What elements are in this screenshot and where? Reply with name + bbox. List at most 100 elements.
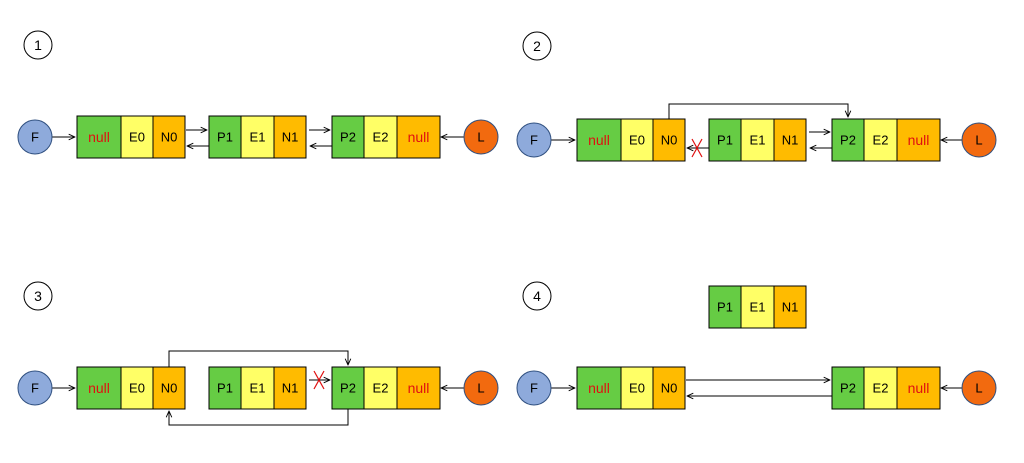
prev-cell-label: P2 [840, 381, 856, 396]
next-cell [652, 366, 686, 410]
first-pointer-label: F [530, 133, 538, 148]
node-last: P2 E2 null [831, 118, 941, 162]
element-cell-label: E1 [750, 133, 766, 148]
next-cell-label: N0 [161, 381, 178, 396]
element-cell-label: E2 [373, 381, 389, 396]
prev-cell-label: P1 [217, 381, 233, 396]
node-first: null E0 N0 [76, 366, 186, 410]
next-cell [773, 285, 807, 329]
step-marker: 4 [522, 281, 552, 311]
step-number: 3 [34, 288, 42, 304]
step-number: 1 [34, 37, 42, 53]
prev-cell-label: P1 [217, 130, 233, 145]
removed-link-cross [313, 370, 325, 390]
first-pointer-circle: F [516, 370, 552, 406]
next-cell [396, 366, 441, 410]
last-pointer-circle: L [463, 370, 499, 406]
element-cell-label: E2 [873, 381, 889, 396]
last-pointer-circle: L [961, 370, 997, 406]
first-pointer-circle: F [17, 119, 53, 155]
next-cell-label: N1 [282, 130, 299, 145]
prev-cell [576, 118, 622, 162]
element-cell [120, 366, 154, 410]
next-cell-label: null [408, 380, 430, 396]
last-pointer-label: L [975, 133, 982, 148]
last-pointer-label: L [975, 381, 982, 396]
prev-cell [708, 118, 742, 162]
next-cell-label: N1 [282, 381, 299, 396]
next-cell [652, 118, 686, 162]
next-cell-label: N0 [661, 381, 678, 396]
first-pointer-label: F [530, 381, 538, 396]
element-cell-label: E0 [129, 381, 145, 396]
prev-cell [208, 366, 242, 410]
prev-cell-label: null [88, 129, 110, 145]
step-marker: 1 [23, 30, 53, 60]
next-cell [773, 118, 807, 162]
element-cell [863, 366, 898, 410]
next-cell-label: null [908, 380, 930, 396]
prev-cell-label: null [588, 132, 610, 148]
element-cell [620, 118, 654, 162]
step-marker: 2 [522, 31, 552, 61]
element-cell [620, 366, 654, 410]
next-cell [273, 115, 307, 159]
first-pointer-label: F [31, 381, 39, 396]
next-cell [896, 118, 941, 162]
next-cell-label: null [908, 132, 930, 148]
step-number: 2 [533, 38, 541, 54]
element-cell-label: E0 [629, 133, 645, 148]
next-cell-label: N1 [782, 133, 799, 148]
prev-cell [208, 115, 242, 159]
node-first: null E0 N0 [76, 115, 186, 159]
last-pointer-circle: L [961, 122, 997, 158]
last-pointer-label: L [477, 130, 484, 145]
element-cell [363, 366, 398, 410]
element-cell-label: E1 [250, 130, 266, 145]
connector-layer [52, 103, 962, 426]
element-cell [740, 118, 775, 162]
prev-cell [76, 366, 122, 410]
first-pointer-circle: F [516, 122, 552, 158]
next-cell [896, 366, 941, 410]
element-cell [240, 115, 275, 159]
step-number: 4 [533, 288, 541, 304]
arrow-next-n0-to-p2 [668, 103, 848, 119]
next-cell [396, 115, 441, 159]
removed-link-cross [691, 138, 703, 158]
prev-cell-label: P2 [340, 130, 356, 145]
first-pointer-label: F [31, 130, 39, 145]
element-cell-label: E2 [873, 133, 889, 148]
element-cell-label: E2 [373, 130, 389, 145]
next-cell-label: N0 [161, 130, 178, 145]
last-pointer-circle: L [463, 119, 499, 155]
node-middle: P1 E1 N1 [208, 115, 307, 159]
node-middle: P1 E1 N1 [708, 285, 807, 329]
prev-cell-label: null [88, 380, 110, 396]
prev-cell [331, 115, 365, 159]
node-first: null E0 N0 [576, 366, 686, 410]
first-pointer-circle: F [17, 370, 53, 406]
arrow-prev-p2-to-n0 [169, 409, 349, 426]
node-last: P2 E2 null [831, 366, 941, 410]
element-cell [240, 366, 275, 410]
prev-cell [708, 285, 742, 329]
step-marker: 3 [23, 281, 53, 311]
last-pointer-label: L [477, 381, 484, 396]
prev-cell-label: P2 [840, 133, 856, 148]
prev-cell-label: null [588, 380, 610, 396]
element-cell [363, 115, 398, 159]
node-middle: P1 E1 N1 [708, 118, 807, 162]
element-cell-label: E0 [629, 381, 645, 396]
next-cell-label: null [408, 129, 430, 145]
prev-cell-label: P1 [717, 300, 733, 315]
arrow-next-n0-to-p2 [168, 350, 348, 367]
element-cell-label: E0 [129, 130, 145, 145]
prev-cell [576, 366, 622, 410]
next-cell-label: N1 [782, 300, 799, 315]
element-cell-label: E1 [750, 300, 766, 315]
prev-cell-label: P1 [717, 133, 733, 148]
